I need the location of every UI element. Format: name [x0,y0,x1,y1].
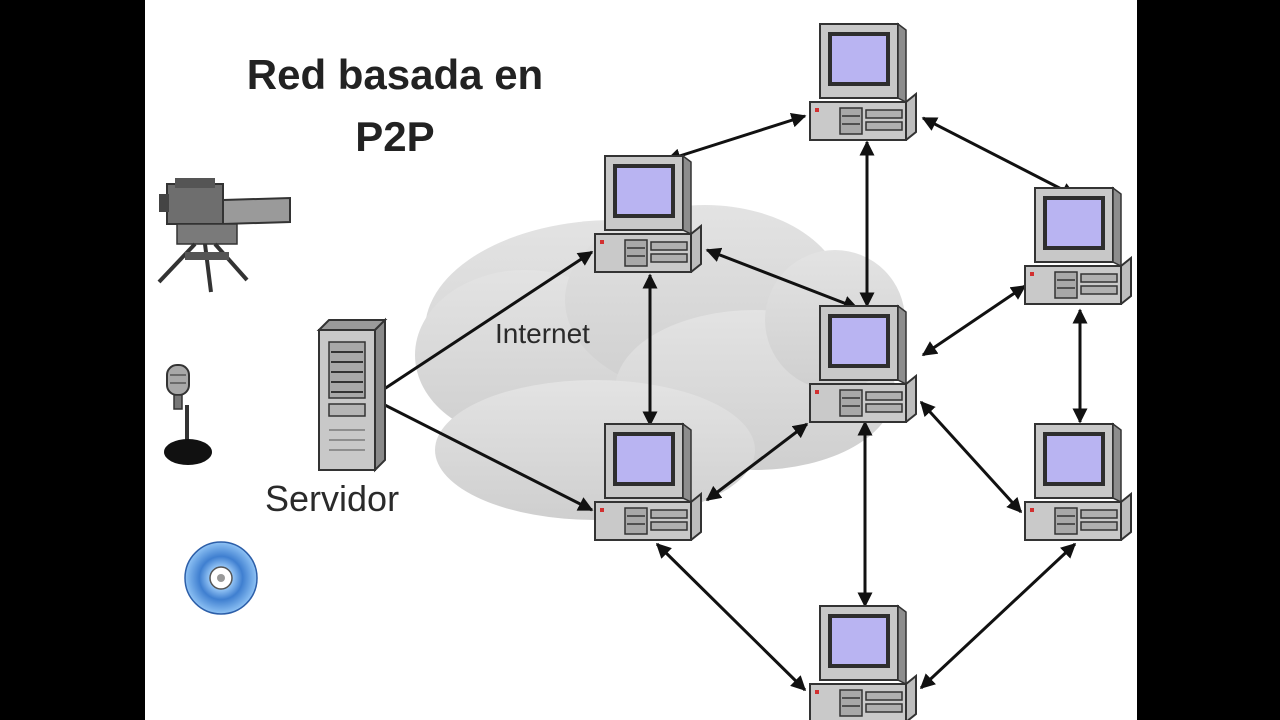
microphone-icon [164,364,212,465]
title-line-1: Red basada en [246,51,544,98]
arrow-top-right-upper [921,116,1077,198]
peer-bottom [809,605,917,720]
peer-center [809,305,917,423]
network-diagram [157,23,1132,720]
right-letterbox [1137,0,1280,720]
peer-right-upper [1024,187,1132,305]
server-icon [316,317,388,473]
peer-top [809,23,917,141]
connection-arrows [374,112,1088,692]
arrow-lower-left-center [705,422,809,502]
arrow-upper-left-top [665,112,807,164]
arrow-server-to-lower-left [374,398,594,512]
cd-disc-icon [184,541,258,615]
arrow-server-to-upper-left [374,250,594,397]
arrow-upper-left-center [705,247,859,311]
diagram-canvas: Red basada en P2P Internet Servidor [145,0,1137,720]
arrow-center-right-lower [919,400,1023,514]
left-letterbox [0,0,145,720]
peer-right-lower [1024,423,1132,541]
arrow-lower-left-bottom [655,542,807,692]
title-line-2: P2P [355,113,435,160]
internet-label: Internet [495,318,590,349]
peer-upper-left [594,155,702,273]
arrow-right-lower-bottom [919,542,1077,690]
camera-icon [157,178,291,293]
diagram-title: Red basada en P2P [205,44,585,168]
server-label: Servidor [265,478,400,519]
peer-lower-left [594,423,702,541]
arrow-center-right-upper [921,284,1027,357]
